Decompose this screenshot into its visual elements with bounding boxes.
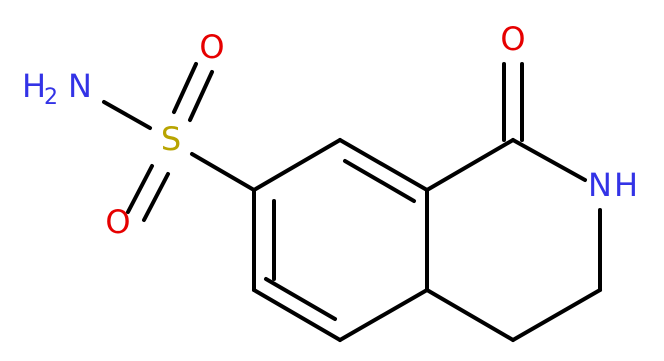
atom-label-amide-h: H [614, 166, 638, 204]
bond-s-n [102, 100, 152, 130]
atom-label-sulfonamide-h-count: 2 [44, 85, 58, 110]
bond-ring-top-right [338, 138, 429, 192]
bond-ring-top-right-inner [343, 159, 416, 203]
bond-ring-bottom-left-inner [264, 277, 337, 321]
bond-c4-c4a [425, 288, 515, 342]
bond-c1-n2 [511, 138, 587, 182]
bond-s-o-bottom-b [142, 172, 170, 222]
bond-s-o-top-a [172, 62, 198, 114]
bond-c3-c4 [511, 288, 602, 342]
bond-ring-bottom-right [338, 288, 429, 342]
bond-ring-top-left [252, 138, 342, 192]
atom-label-sulfonyl-o-top: O [199, 28, 224, 66]
atom-label-amide-n: N [588, 166, 612, 204]
atom-labels: H 2 N S O O O N H [22, 20, 638, 241]
atom-label-sulfonamide-n: N [68, 67, 92, 105]
atom-label-sulfur: S [161, 120, 181, 158]
bond-ring-s [190, 152, 256, 192]
atom-label-sulfonyl-o-bottom: O [105, 203, 130, 241]
bond-s-o-top-b [188, 70, 214, 122]
atom-label-sulfonamide-h: H [22, 67, 46, 105]
bond-ring-bottom-left [252, 288, 342, 342]
bond-s-o-bottom-a [126, 164, 154, 214]
bonds [102, 62, 602, 342]
bond-c8a-c1 [425, 138, 515, 192]
atom-label-carbonyl-o: O [500, 20, 525, 58]
